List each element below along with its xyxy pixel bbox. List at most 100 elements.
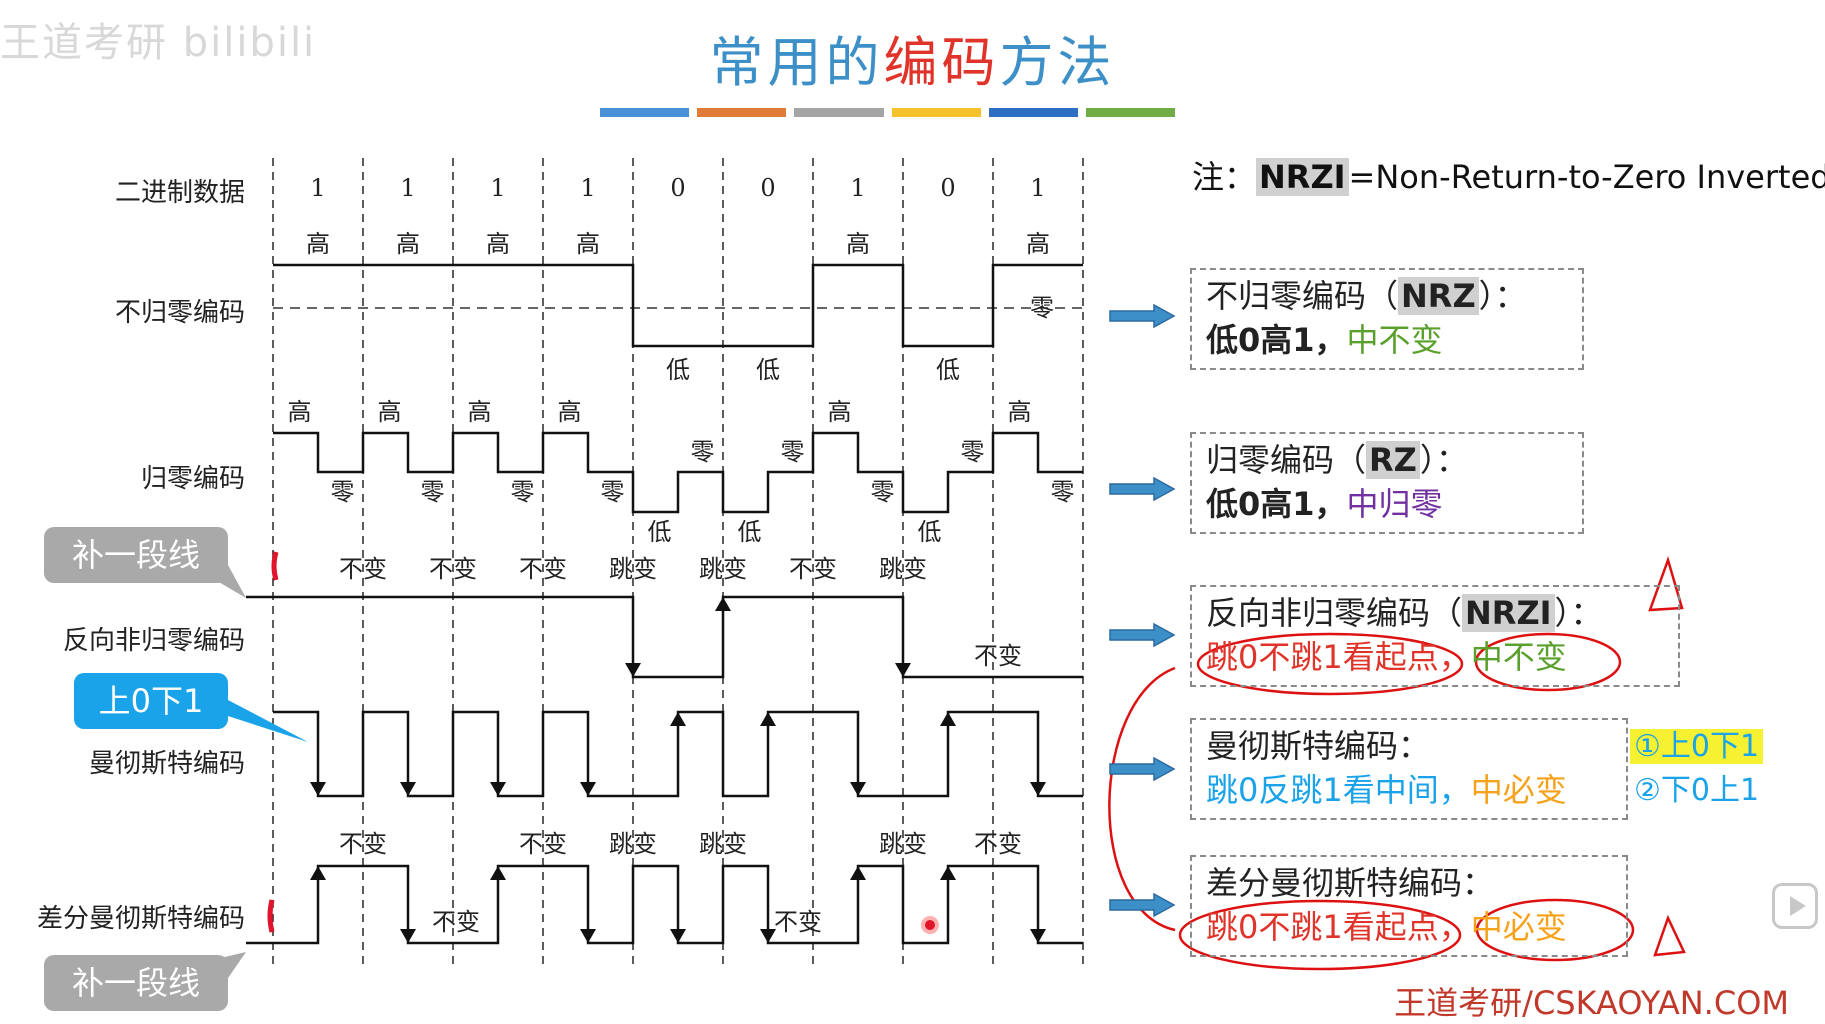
rz-level-label: 高 [1008, 398, 1032, 426]
bit-value: 1 [400, 174, 415, 202]
diff-manchester-mid-arrow [850, 866, 866, 880]
callout-add-segment-top: 补一段线 [44, 527, 228, 583]
watermark: 王道考研 bilibili [0, 20, 317, 66]
manchester-box-mid: 中必变 [1470, 771, 1567, 809]
manchester-box-title: 曼彻斯特编码： [1206, 727, 1431, 765]
nrz-level-label: 高 [1026, 230, 1050, 258]
page-title: 常用的编码方法 [0, 18, 1825, 97]
rz-zero-label: 零 [961, 438, 985, 466]
nrz-level-label: 高 [846, 230, 870, 258]
diff-manchester-label: 跳变 [879, 830, 927, 858]
note-text: =Non-Return-to-Zero Inverted [1348, 158, 1825, 196]
manchester-mid-arrow [850, 782, 866, 796]
bit-value: 0 [940, 174, 955, 202]
play-icon[interactable] [1772, 883, 1818, 929]
nrz-box-rule: 低0高1， [1206, 321, 1347, 359]
arrow-right-icon [1109, 756, 1176, 782]
bit-value: 1 [580, 174, 595, 202]
bit-value: 1 [850, 174, 865, 202]
manchester-mid-arrow [760, 712, 776, 726]
nrz-level-label: 高 [396, 230, 420, 258]
nrz-level-label: 低 [756, 356, 780, 384]
rz-zero-label: 零 [691, 438, 715, 466]
title-part3: 方法 [999, 31, 1116, 94]
nrz-level-label: 高 [306, 230, 330, 258]
nrzi-box-rule: 跳0不跳1看起点， [1206, 638, 1471, 676]
rz-zero-label: 零 [1051, 478, 1075, 506]
diff-manchester-mid-arrow [580, 929, 596, 943]
manchester-mid-arrow [400, 782, 416, 796]
diff-manchester-mid-arrow [310, 866, 326, 880]
nrzi-box-title: 反向非归零编码（ [1206, 594, 1463, 632]
title-decoration-segment [988, 108, 1078, 117]
rz-summary-box: 归零编码（RZ）： 低0高1，中归零 [1190, 432, 1584, 534]
diff-manchester-label: 跳变 [609, 830, 657, 858]
diff-manchester-box-mid: 中必变 [1470, 908, 1567, 946]
nrz-level-label: 低 [666, 356, 690, 384]
nrzi-transition-label: 不变 [789, 555, 837, 583]
row-label-manchester: 曼彻斯特编码 [88, 749, 245, 779]
arrow-right-icon [1109, 476, 1176, 502]
diff-manchester-mid-arrow [490, 866, 506, 880]
bit-value: 0 [760, 174, 775, 202]
callout-add-segment-bottom: 补一段线 [44, 955, 228, 1011]
diff-manchester-label: 不变 [974, 830, 1022, 858]
handwritten-circle [1475, 898, 1635, 962]
title-decoration-segment [891, 108, 981, 117]
diff-manchester-waveform [246, 864, 1083, 945]
handwritten-bracket [1108, 666, 1176, 932]
rz-level-label: 低 [918, 518, 942, 546]
handwritten-mark [271, 551, 279, 581]
nrzi-transition-label: 跳变 [609, 555, 657, 583]
row-label-rz: 归零编码 [140, 464, 245, 494]
title-decoration-segment [697, 108, 787, 117]
nrz-box-abbr: NRZ [1398, 277, 1479, 315]
nrzi-waveform [246, 595, 1083, 679]
rz-box-title-end: ）： [1419, 441, 1468, 479]
rz-level-label: 高 [378, 398, 402, 426]
nrz-level-label: 低 [936, 356, 960, 384]
manchester-mid-arrow [310, 782, 326, 796]
bit-value: 1 [490, 174, 505, 202]
rz-box-rule: 低0高1， [1206, 485, 1347, 523]
rz-zero-label: 零 [511, 478, 535, 506]
bit-value: 0 [670, 174, 685, 202]
manchester-options: ①上0下1 ②下0上1 [1630, 725, 1764, 813]
rz-zero-label: 零 [331, 478, 355, 506]
diff-manchester-box-rule: 跳0不跳1看起点， [1206, 908, 1471, 946]
rz-zero-label: 零 [871, 478, 895, 506]
row-label-nrz: 不归零编码 [114, 298, 245, 328]
nrzi-transition-arrow [895, 663, 911, 677]
diff-manchester-mid-arrow [400, 929, 416, 943]
manchester-mid-arrow [1030, 782, 1046, 796]
diff-manchester-mid-arrow [940, 866, 956, 880]
handwritten-circle [1474, 632, 1622, 692]
diff-manchester-label: 不变 [774, 908, 822, 936]
diff-manchester-label: 跳变 [699, 830, 747, 858]
diff-manchester-mid-arrow [760, 929, 776, 943]
rz-level-label: 高 [288, 398, 312, 426]
rz-box-abbr: RZ [1366, 441, 1420, 479]
nrzi-box-mid: 中不变 [1470, 638, 1567, 676]
diff-manchester-summary-box: 差分曼彻斯特编码： 跳0不跳1看起点，中必变 [1190, 855, 1628, 957]
manchester-mid-arrow [490, 782, 506, 796]
handwritten-mark [267, 899, 275, 933]
nrzi-box-abbr: NRZI [1462, 594, 1555, 632]
rz-box-mid: 中归零 [1346, 485, 1443, 523]
title-decoration-segment [794, 108, 884, 117]
nrz-zero-label: 零 [1030, 294, 1054, 322]
option-up0-down1: ①上0下1 [1630, 729, 1764, 764]
rz-level-label: 低 [648, 518, 672, 546]
diff-manchester-label: 不变 [432, 908, 480, 936]
diff-manchester-label: 不变 [519, 830, 567, 858]
rz-waveform [273, 431, 1083, 514]
manchester-mid-arrow [940, 712, 956, 726]
row-label-nrzi: 反向非归零编码 [62, 626, 245, 656]
manchester-waveform [273, 710, 1083, 798]
manchester-mid-arrow [670, 712, 686, 726]
rz-level-label: 高 [468, 398, 492, 426]
callout-pointer [228, 700, 308, 742]
diff-manchester-box-title: 差分曼彻斯特编码： [1206, 864, 1495, 902]
arrow-right-icon [1109, 622, 1176, 648]
rz-zero-label: 零 [421, 478, 445, 506]
